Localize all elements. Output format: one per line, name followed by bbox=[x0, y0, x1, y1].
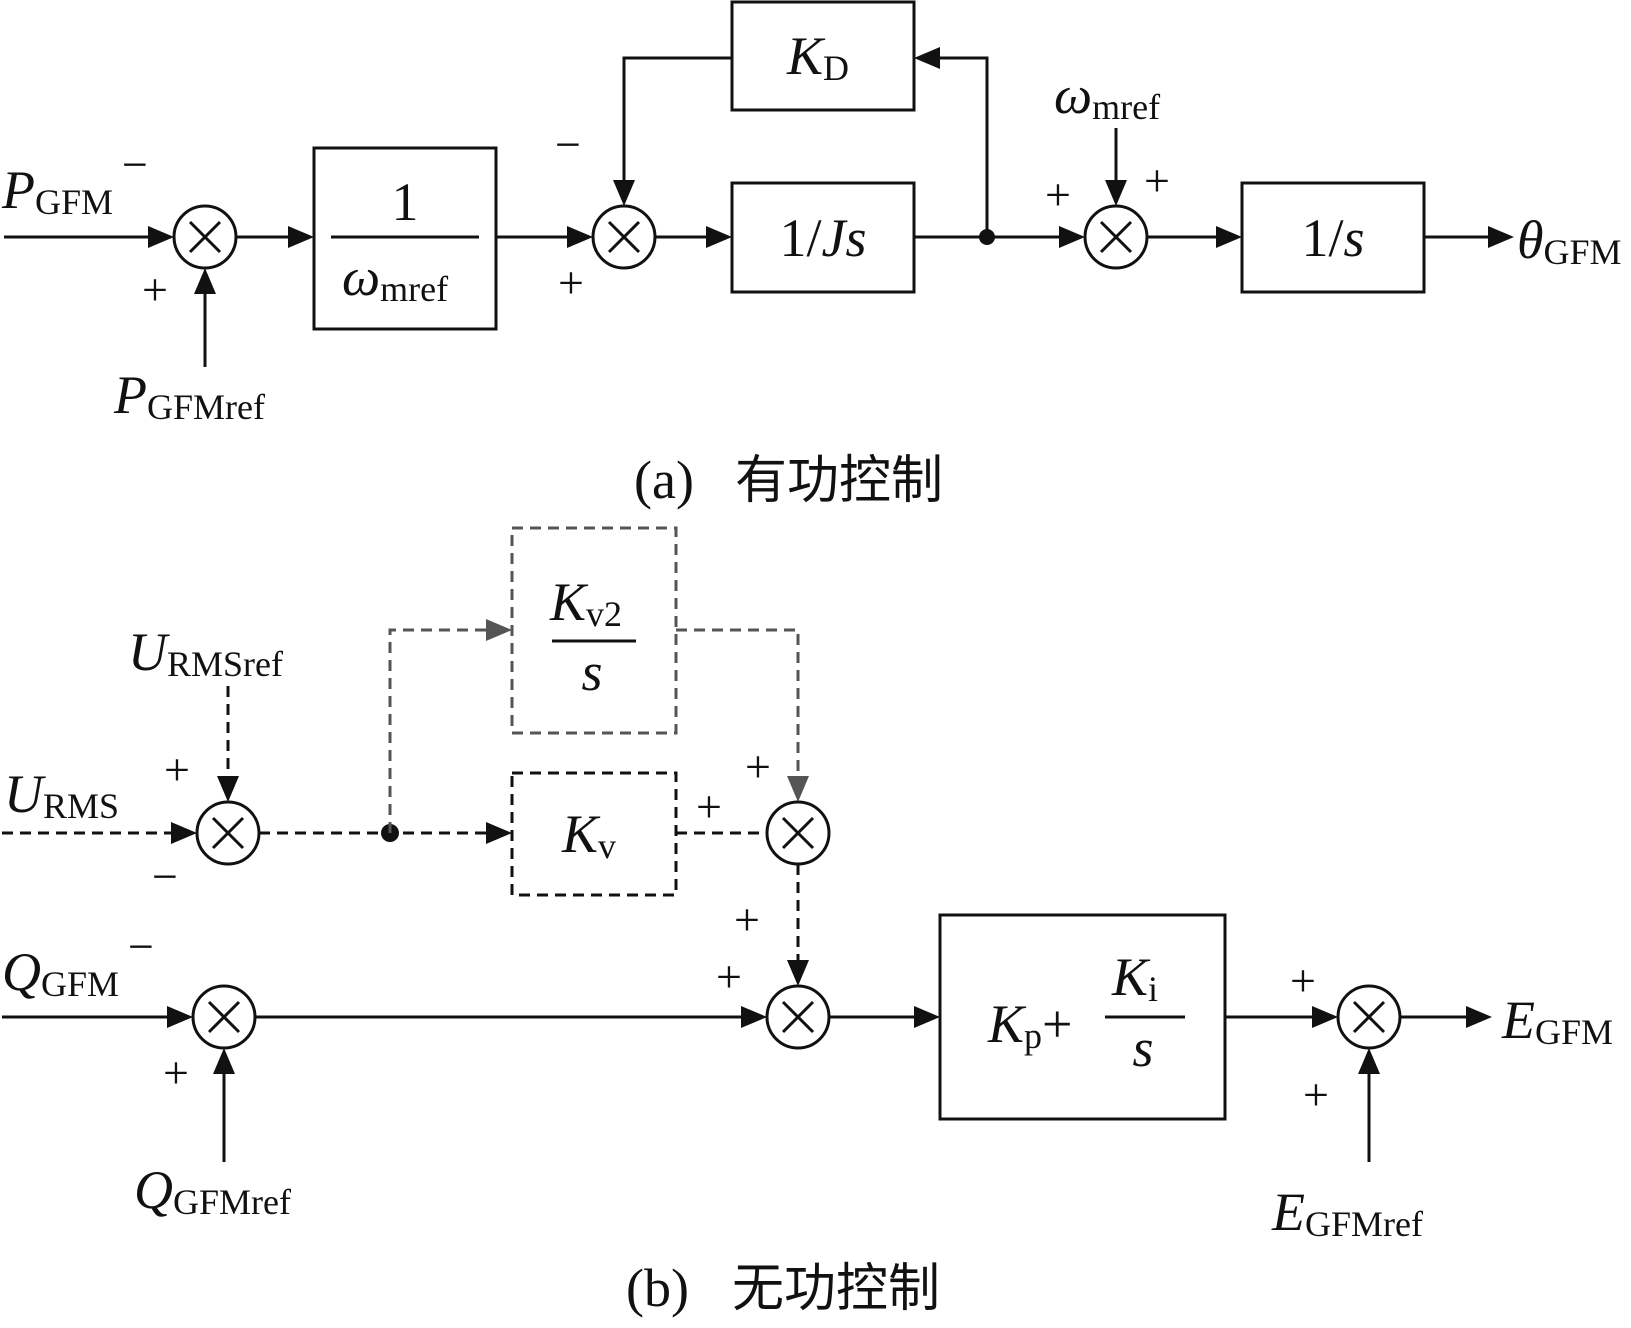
summing-junction-1 bbox=[172, 204, 238, 270]
panel-b-reactive-power-control: URMS − URMSref + Kv2 s + bbox=[2, 526, 1613, 1319]
sign-minus: − bbox=[128, 921, 154, 972]
arrowhead bbox=[1358, 1048, 1380, 1074]
sign-plus: + bbox=[1290, 955, 1316, 1006]
arrowhead bbox=[288, 226, 314, 248]
arrowhead bbox=[167, 1006, 193, 1028]
arrowhead bbox=[1312, 1006, 1338, 1028]
panel-a-active-power-control: PGFM − + PGFMref 1 ωmref + bbox=[1, 0, 1622, 511]
block-label: 1/s bbox=[1301, 208, 1364, 268]
arrowhead bbox=[194, 268, 216, 294]
arrowhead bbox=[486, 822, 512, 844]
block-kp: Kp+ bbox=[987, 994, 1073, 1056]
summing-junction-7 bbox=[765, 984, 831, 1050]
block-denominator: s bbox=[1132, 1018, 1153, 1078]
sign-minus: − bbox=[122, 139, 148, 190]
block-pi-controller: Kp+ Ki s bbox=[938, 913, 1227, 1121]
arrowhead bbox=[1059, 226, 1085, 248]
block-kv2-over-s: Kv2 s bbox=[510, 526, 678, 735]
caption-a-label: (a) bbox=[634, 450, 694, 510]
summing-junction-5 bbox=[765, 800, 831, 866]
arrowhead bbox=[741, 1006, 767, 1028]
block-denominator: s bbox=[581, 642, 602, 702]
arrowhead bbox=[486, 619, 512, 641]
arrowhead bbox=[148, 226, 174, 248]
sign-plus: + bbox=[1045, 169, 1071, 220]
signal-line-gray bbox=[676, 628, 800, 798]
arrowhead bbox=[613, 180, 635, 206]
arrowhead bbox=[567, 226, 593, 248]
block-kv: Kv bbox=[510, 771, 678, 897]
block-kd: KD bbox=[730, 0, 916, 112]
feedback-line bbox=[918, 56, 989, 237]
sign-minus: − bbox=[152, 851, 178, 902]
arrowhead bbox=[1466, 1006, 1492, 1028]
feedback-line bbox=[622, 56, 732, 202]
caption-a-text: 有功控制 bbox=[735, 451, 943, 511]
arrowhead bbox=[787, 776, 809, 802]
arrowhead bbox=[171, 822, 197, 844]
sign-plus: + bbox=[1144, 155, 1170, 206]
label-u-rms-ref: URMSref bbox=[128, 622, 283, 684]
sign-plus: + bbox=[164, 744, 190, 795]
label-e-gfm-ref: EGFMref bbox=[1271, 1182, 1423, 1244]
arrowhead bbox=[1488, 226, 1514, 248]
label-omega-mref-input: ωmref bbox=[1054, 65, 1160, 127]
arrowhead bbox=[1105, 180, 1127, 206]
sign-plus: + bbox=[142, 264, 168, 315]
label-e-gfm: EGFM bbox=[1501, 990, 1613, 1052]
block-inverse-s: 1/s bbox=[1240, 181, 1426, 294]
sign-plus: + bbox=[163, 1047, 189, 1098]
signal-line-gray bbox=[388, 628, 508, 833]
block-label: Kv bbox=[561, 804, 616, 866]
arrowhead bbox=[217, 776, 239, 802]
block-label: KD bbox=[786, 26, 849, 88]
block-numerator: 1 bbox=[392, 172, 419, 232]
summing-junction-4 bbox=[195, 800, 261, 866]
caption-b-text: 无功控制 bbox=[732, 1259, 940, 1319]
summing-junction-3 bbox=[1083, 204, 1149, 270]
arrowhead bbox=[213, 1048, 235, 1074]
sign-plus: + bbox=[1303, 1069, 1329, 1120]
summing-junction-8 bbox=[1336, 984, 1402, 1050]
arrowhead bbox=[706, 226, 732, 248]
sign-plus: + bbox=[558, 257, 584, 308]
sign-plus: + bbox=[745, 741, 771, 792]
block-denominator: ωmref bbox=[342, 247, 448, 309]
block-inverse-omega-mref: 1 ωmref bbox=[312, 146, 498, 331]
sign-plus: + bbox=[716, 951, 742, 1002]
caption-b-label: (b) bbox=[626, 1258, 689, 1318]
label-theta-gfm: θGFM bbox=[1517, 210, 1622, 272]
sign-plus: + bbox=[734, 894, 760, 945]
block-numerator: Kv2 bbox=[549, 572, 622, 634]
label-p-gfm: PGFM bbox=[1, 160, 113, 222]
block-inverse-js: 1/Js bbox=[730, 181, 916, 294]
block-label: 1/Js bbox=[780, 208, 867, 268]
arrowhead bbox=[787, 960, 809, 986]
block-ki: Ki bbox=[1111, 947, 1158, 1009]
summing-junction-6 bbox=[191, 984, 257, 1050]
arrowhead bbox=[914, 1006, 940, 1028]
label-q-gfm-ref: QGFMref bbox=[134, 1160, 291, 1222]
summing-junction-2 bbox=[591, 204, 657, 270]
arrowhead bbox=[1216, 226, 1242, 248]
label-u-rms: URMS bbox=[4, 764, 119, 826]
sign-plus: + bbox=[696, 781, 722, 832]
sign-minus: − bbox=[555, 119, 581, 170]
label-q-gfm: QGFM bbox=[2, 942, 119, 1004]
label-p-gfm-ref: PGFMref bbox=[113, 365, 265, 427]
arrowhead bbox=[914, 47, 940, 69]
